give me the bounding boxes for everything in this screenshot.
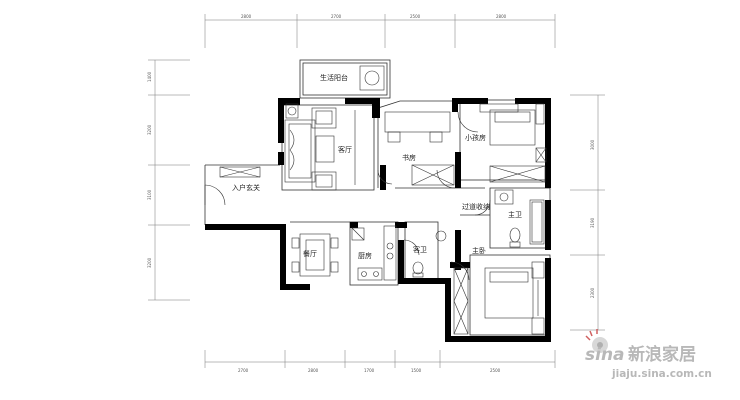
dim-left-1: 1400 bbox=[147, 71, 152, 82]
furniture bbox=[219, 65, 547, 335]
dim-bottom-1: 2700 bbox=[238, 368, 249, 373]
watermark-brand: 新浪家居 bbox=[628, 344, 696, 365]
room-label-balcony: 生活阳台 bbox=[320, 73, 348, 82]
dim-left-2: 3200 bbox=[147, 124, 152, 135]
dimension-lines bbox=[148, 14, 605, 368]
room-label-dining: 餐厅 bbox=[303, 249, 317, 258]
room-label-study: 书房 bbox=[402, 153, 416, 162]
room-label-kid-bedroom: 小孩房 bbox=[465, 133, 486, 142]
sina-logo-text: sina bbox=[585, 345, 625, 365]
dim-top-4: 2800 bbox=[496, 14, 507, 19]
room-label-entrance: 入户玄关 bbox=[232, 183, 260, 192]
dim-right-1: 3000 bbox=[590, 139, 595, 150]
dim-bottom-4: 1500 bbox=[411, 368, 422, 373]
dim-bottom-3: 1700 bbox=[364, 368, 375, 373]
dim-bottom-5: 2500 bbox=[490, 368, 501, 373]
dim-bottom-2: 2800 bbox=[308, 368, 319, 373]
room-label-living: 客厅 bbox=[338, 145, 352, 154]
room-label-guest-bath: 客卫 bbox=[413, 245, 427, 254]
dim-top-3: 2500 bbox=[410, 14, 421, 19]
dim-left-3: 3100 bbox=[147, 189, 152, 200]
dim-right-3: 2300 bbox=[590, 287, 595, 298]
dim-top-1: 2800 bbox=[241, 14, 252, 19]
sina-watermark: sina 新浪家居 jiaju.sina.com.cn bbox=[585, 329, 712, 380]
dim-right-2: 3190 bbox=[590, 217, 595, 228]
dim-left-4: 3200 bbox=[147, 257, 152, 268]
room-label-kitchen: 厨房 bbox=[358, 251, 372, 260]
thick-walls bbox=[205, 98, 551, 342]
thin-walls bbox=[204, 59, 551, 336]
sina-eye-icon bbox=[585, 329, 608, 353]
room-label-master-bath: 主卫 bbox=[508, 210, 522, 219]
room-labels: 生活阳台 客厅 书房 小孩房 入户玄关 过道收纳 主卫 餐厅 厨房 客卫 主卧 bbox=[232, 73, 522, 260]
dim-top-2: 2700 bbox=[331, 14, 342, 19]
doors bbox=[204, 111, 491, 281]
dimension-labels: 2800 2700 2500 2800 2700 2800 1700 1500 … bbox=[147, 14, 595, 373]
watermark-url: jiaju.sina.com.cn bbox=[611, 368, 712, 380]
room-label-master-bedroom: 主卧 bbox=[472, 246, 486, 255]
room-label-corridor: 过道收纳 bbox=[462, 202, 490, 211]
